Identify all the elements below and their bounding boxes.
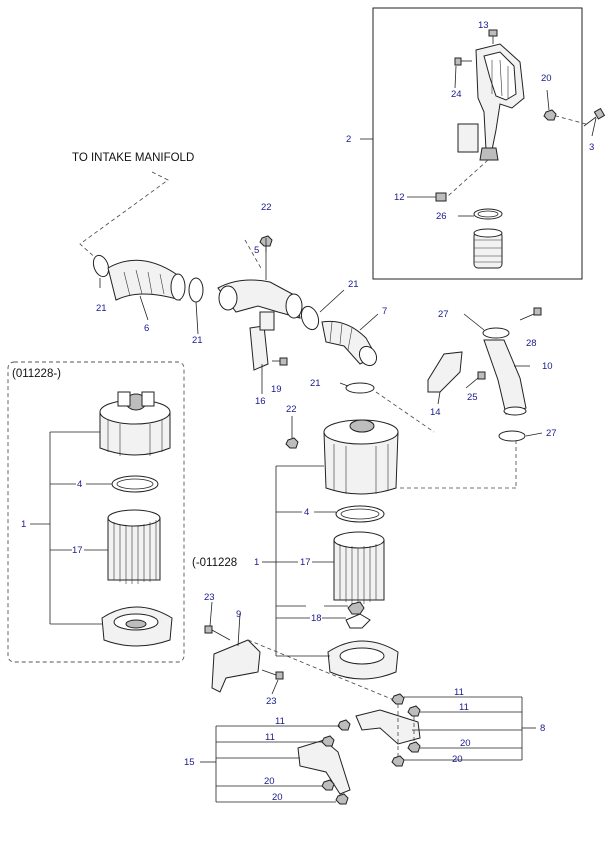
callout-21: 21 [96,303,107,314]
inset-box-part-2 [360,7,606,280]
pipe-10 [483,339,527,416]
bolt-25-icon [465,371,486,389]
bolt-3-icon [583,107,606,127]
callout-20: 20 [264,776,275,787]
nut-11-right-a-icon [391,693,405,705]
callout-5: 5 [254,245,259,256]
bracket-8 [355,709,421,745]
nut-22-center-icon [285,437,299,449]
callout-23: 23 [266,696,277,707]
air-cleaner-lower-cover-center [327,640,399,680]
callout-4: 4 [77,479,82,490]
clamp-27-lower-icon [498,430,526,442]
bolt-23-top-icon [204,625,231,641]
callout-27: 27 [438,309,449,320]
nut-11-right-b-icon [407,705,421,717]
bellows-hose [473,228,503,269]
callout-12: 12 [394,192,405,203]
hose-7 [321,320,378,367]
air-cleaner-upper-housing-center [323,419,399,495]
nut-11-left-b-icon [321,735,335,747]
callout-22: 22 [261,202,272,213]
bracket-16 [249,311,275,371]
callout-10: 10 [542,361,553,372]
variant-after-label: (011228-) [12,368,61,380]
nut-11-left-a-icon [337,719,351,731]
callout-24: 24 [451,89,462,100]
bolt-13-icon [488,29,498,44]
callout-22: 22 [286,404,297,415]
clamp-27-top-icon [482,327,510,339]
clamp-21-lower-icon [345,382,375,394]
washer-20-right-a-icon [407,741,421,753]
callout-20: 20 [272,792,283,803]
callout-17: 17 [300,557,311,568]
callout-11: 11 [265,732,275,743]
gasket-4-left-icon [111,475,159,493]
callout-11: 11 [454,687,464,698]
air-cleaner-lower-cover-left [101,606,173,647]
callout-21: 21 [192,335,203,346]
callout-20: 20 [452,754,463,765]
intake-hose-6 [107,259,186,301]
bracket-9 [211,639,261,693]
callout-2: 2 [346,134,351,145]
callout-19: 19 [271,384,282,395]
bolt-28-icon [519,307,542,321]
clamp-26-icon [473,208,503,220]
callout-8: 8 [540,723,545,734]
callout-13: 13 [478,20,489,31]
filter-element-17-center [333,531,385,604]
clip-12-icon [435,192,447,202]
callout-20: 20 [460,738,471,749]
variant-before-label: (-011228 [192,557,237,569]
callout-1: 1 [254,557,259,568]
callout-14: 14 [430,407,441,418]
callout-9: 9 [236,609,241,620]
washer-20-right-b-icon [391,755,405,767]
nut-18-icon [345,601,371,629]
callout-21: 21 [348,279,359,290]
callout-1: 1 [21,519,26,530]
callout-21: 21 [310,378,321,389]
callout-27: 27 [546,428,557,439]
screw-24-icon [454,57,472,66]
callout-26: 26 [436,211,447,222]
callout-23: 23 [204,592,215,603]
air-inlet-snorkel [457,43,525,161]
elbow-pipe-5 [217,279,303,319]
callout-25: 25 [467,392,478,403]
washer-20-left-a-icon [321,779,335,791]
callout-17: 17 [72,545,83,556]
callout-11: 11 [275,716,285,727]
callout-6: 6 [144,323,149,334]
callout-20: 20 [541,73,552,84]
callout-4: 4 [304,507,309,518]
to-intake-manifold-label: TO INTAKE MANIFOLD [72,152,194,164]
bolt-23-lower-icon [261,669,284,680]
callout-11: 11 [459,702,469,713]
callout-15: 15 [184,757,195,768]
callout-3: 3 [589,142,594,153]
washer-20-left-b-icon [335,793,349,805]
filter-element-17-left [107,509,161,584]
bracket-14 [427,351,463,393]
callout-16: 16 [255,396,266,407]
bolt-19-icon [272,357,288,366]
nut-20-icon [543,109,557,121]
gasket-4-center-icon [335,505,385,523]
variant-box-after [7,361,185,663]
callout-28: 28 [526,338,537,349]
air-cleaner-upper-housing-left [99,391,171,456]
clamp-21-mid-icon [188,277,204,303]
clamp-21-left-icon [92,254,110,278]
callout-7: 7 [382,306,387,317]
callout-18: 18 [311,613,322,624]
clamp-21-right-icon [300,305,320,331]
